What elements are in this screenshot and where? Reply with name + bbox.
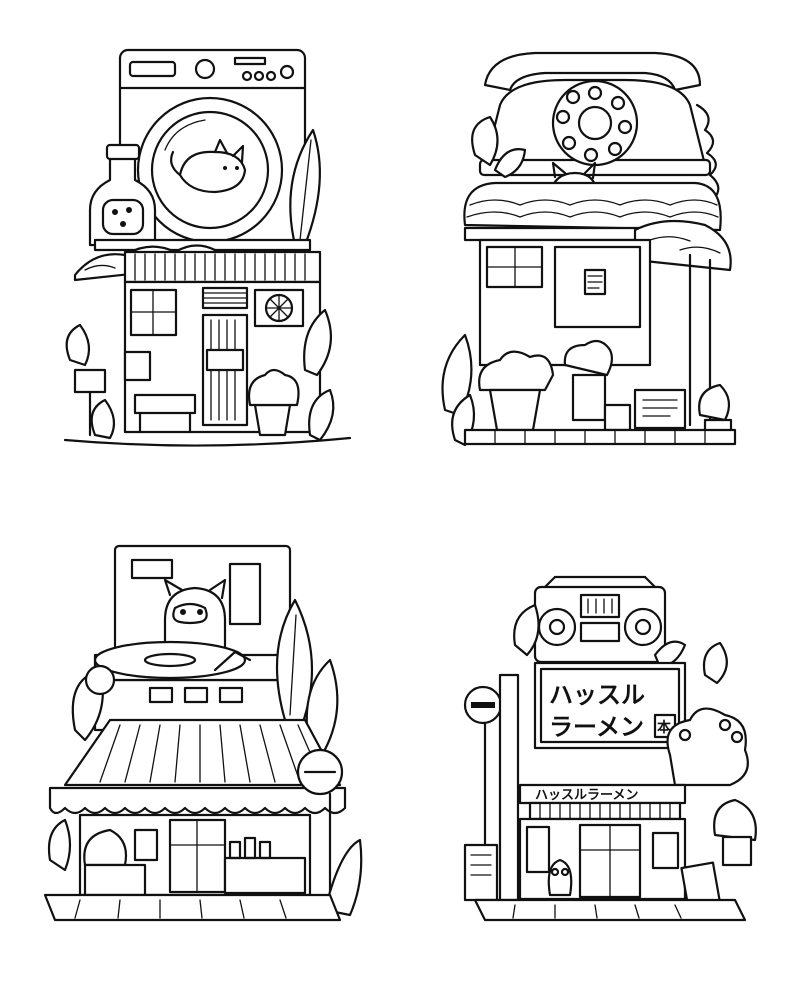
big-sign-line2: ラーメン [549,713,644,741]
big-sign-badge: 本 [657,719,672,736]
big-sign-line1: ハッスル [549,681,645,709]
record-player-house-illustration [40,540,370,935]
awning-sign: ハッスルラーメン [535,788,638,803]
telephone-house-illustration [435,45,745,455]
boombox-ramen-shop-illustration: ハッスル ラーメン 本 ハッスルラーメン [455,575,770,925]
washing-machine-house-illustration [55,40,355,450]
